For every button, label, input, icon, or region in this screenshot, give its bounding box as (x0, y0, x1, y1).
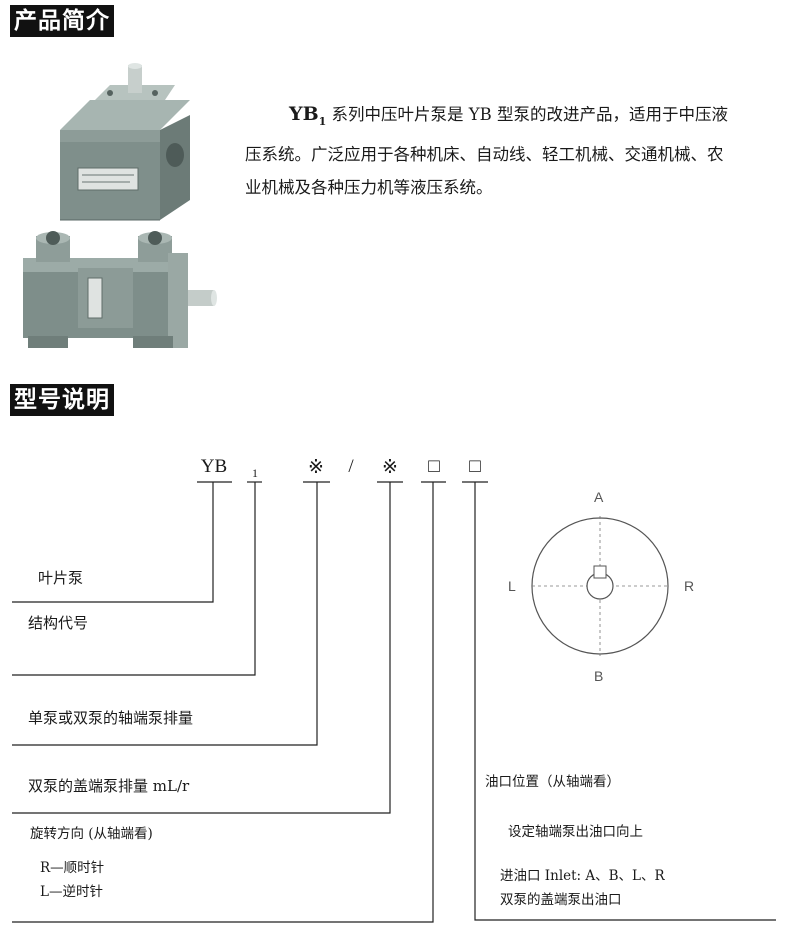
label-rotation: 旋转方向 (从轴端看) (30, 826, 153, 842)
label-shaft-displacement: 单泵或双泵的轴端泵排量 (28, 709, 194, 727)
port-position-diagram (531, 516, 669, 656)
single-pump-image (60, 63, 190, 221)
label-port-cover: 双泵的盖端泵出油口 (500, 892, 622, 908)
label-port-default: 设定轴端泵出油口向上 (508, 824, 643, 840)
label-vane-pump: 叶片泵 (38, 569, 84, 587)
label-structure-code: 结构代号 (28, 614, 89, 632)
intro-heading: 产品简介 (10, 5, 114, 37)
code-port-box: □ (469, 456, 481, 477)
label-rotation-r: R—顺时针 (40, 860, 105, 876)
label-rotation-l: L—逆时针 (40, 884, 103, 900)
code-shaft-displacement: ※ (308, 457, 324, 478)
key-square (593, 565, 607, 579)
code-cover-displacement: ※ (382, 457, 398, 478)
intro-line-3: 业机械及各种压力机等液压系统。 (245, 177, 493, 197)
intro-text: YB1 系列中压叶片泵是 YB 型泵的改进产品，适用于中压液 压系统。广泛应用于… (245, 98, 786, 204)
label-port-inlet: 进油口 Inlet: A、B、L、R (500, 868, 665, 884)
code-structure: 1 (252, 466, 258, 480)
port-label-a: A (594, 489, 604, 505)
intro-line-2: 压系统。广泛应用于各种机床、自动线、轻工机械、交通机械、农 (245, 144, 724, 164)
label-cover-displacement: 双泵的盖端泵排量 mL/r (28, 777, 190, 795)
port-label-r: R (684, 578, 695, 594)
double-pump-image (23, 231, 217, 348)
label-port-position: 油口位置（从轴端看） (485, 774, 620, 790)
port-label-l: L (508, 578, 516, 594)
code-rotation-box: □ (428, 456, 440, 477)
code-slash: / (348, 456, 354, 477)
port-label-b: B (594, 668, 604, 684)
code-yb: YB (200, 456, 228, 477)
model-heading: 型号说明 (10, 384, 114, 416)
intro-line-1: YB1 系列中压叶片泵是 YB 型泵的改进产品，适用于中压液 (289, 103, 729, 128)
